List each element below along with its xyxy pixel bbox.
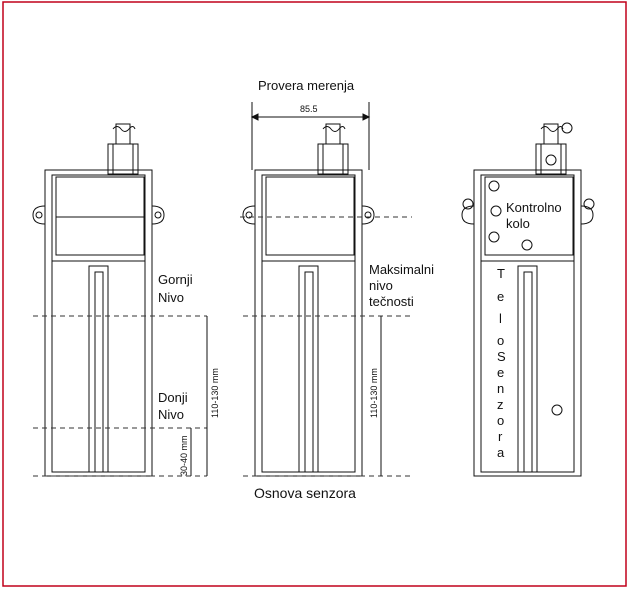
mounting-ear-icon bbox=[361, 205, 375, 225]
sensor-right bbox=[461, 122, 595, 477]
label-kontrolno-1: Kontrolno bbox=[506, 200, 562, 215]
mounting-ear-icon bbox=[242, 205, 256, 225]
component-circle-icon bbox=[488, 180, 563, 416]
sensor-middle bbox=[242, 123, 375, 477]
level-lines-left bbox=[33, 315, 207, 477]
senzora-letter: o bbox=[497, 413, 504, 428]
sensor-left bbox=[32, 123, 165, 477]
mounting-ear-icon bbox=[151, 205, 165, 225]
mounting-ear-icon bbox=[461, 198, 475, 225]
label-maksimalni-3: tečnosti bbox=[369, 294, 414, 309]
senzora-letter: S bbox=[497, 349, 506, 364]
label-maksimalni-1: Maksimalni bbox=[369, 262, 434, 277]
label-gornji-1: Gornji bbox=[158, 272, 193, 287]
label-osnova: Osnova senzora bbox=[254, 485, 356, 501]
mounting-ear-icon bbox=[580, 198, 595, 225]
label-gornji-2: Nivo bbox=[158, 290, 184, 305]
terminal-icon bbox=[107, 123, 139, 175]
label-provera: Provera merenja bbox=[258, 78, 355, 93]
label-kontrolno-2: kolo bbox=[506, 216, 530, 231]
dim-30-40: 30-40 mm bbox=[179, 435, 189, 476]
label-donji-2: Nivo bbox=[158, 407, 184, 422]
dimension-lines-left bbox=[190, 316, 208, 476]
dim-110-130-middle: 110-130 mm bbox=[369, 368, 379, 418]
senzora-letter: e bbox=[497, 365, 504, 380]
dim-110-130-left: 110-130 mm bbox=[210, 368, 220, 418]
telo-letter: l bbox=[499, 311, 502, 326]
level-lines-middle bbox=[240, 216, 412, 477]
telo-letter: e bbox=[497, 289, 504, 304]
telo-letter: o bbox=[497, 333, 504, 348]
label-donji-1: Donji bbox=[158, 390, 188, 405]
label-maksimalni-2: nivo bbox=[369, 278, 393, 293]
terminal-icon bbox=[535, 122, 573, 175]
telo-letter: T bbox=[497, 266, 505, 281]
senzora-letter: a bbox=[497, 445, 505, 460]
width-dimension bbox=[250, 102, 371, 170]
label-telo-senzora: T e l o S e n z o r a bbox=[497, 266, 506, 460]
dim-85-5: 85.5 bbox=[300, 104, 318, 114]
senzora-letter: r bbox=[498, 429, 503, 444]
terminal-icon bbox=[317, 123, 349, 175]
senzora-letter: n bbox=[497, 381, 504, 396]
senzora-letter: z bbox=[497, 397, 504, 412]
mounting-ear-icon bbox=[32, 205, 46, 225]
